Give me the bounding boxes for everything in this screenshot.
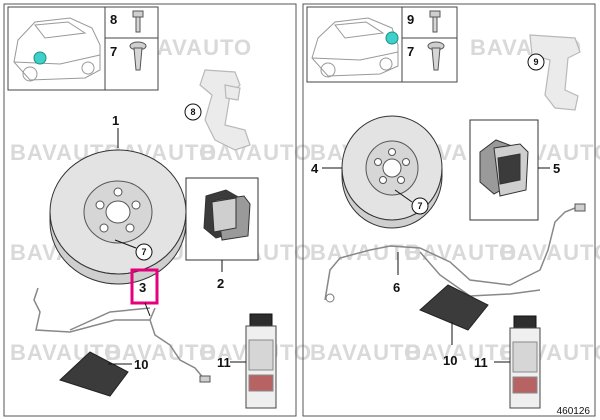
sensor-connector <box>325 293 335 303</box>
label-disc-screw: 7 <box>141 247 146 257</box>
watermark-text: BAVAUTO <box>310 240 422 265</box>
inset-label-7: 7 <box>407 44 414 59</box>
spray-can <box>509 315 541 409</box>
label-sensor: 6 <box>393 280 400 295</box>
panel-frame <box>3 3 297 417</box>
inset-label-9: 9 <box>407 12 414 27</box>
brake-pads <box>479 139 529 197</box>
label-pads: 2 <box>217 276 224 291</box>
label-grease: 10 <box>134 357 148 372</box>
leader-line <box>114 239 137 249</box>
brake-disc <box>49 149 187 285</box>
callout-circle <box>184 103 202 121</box>
sensor-highlight-box <box>130 268 159 305</box>
right-panel: 9 7 9 <box>302 3 596 417</box>
leader-line <box>394 189 413 203</box>
sensor-connector <box>574 203 586 212</box>
leader-line <box>144 302 151 317</box>
watermark-text: BAVAUTO <box>310 340 422 365</box>
label-disc-screw: 7 <box>417 201 422 211</box>
screw-icon <box>427 41 445 71</box>
brake-disc <box>341 115 443 229</box>
car-outline-icon <box>13 17 101 82</box>
location-marker-icon <box>385 31 399 45</box>
inset-label-8: 8 <box>110 12 117 27</box>
caliper-carrier <box>199 69 251 151</box>
label-carrier: 8 <box>190 107 195 117</box>
panel-frame <box>302 3 596 417</box>
grease-pack <box>59 351 129 397</box>
watermark-text: BAVAUTO <box>105 340 217 365</box>
label-grease: 10 <box>443 353 457 368</box>
label-disc: 1 <box>112 113 119 128</box>
label-spray: 11 <box>217 355 231 370</box>
brake-pads <box>203 189 251 241</box>
diagram-id: 460126 <box>557 406 591 417</box>
grease-pack <box>419 284 489 331</box>
right-inset: 9 7 <box>306 6 458 83</box>
label-pads: 5 <box>553 161 560 176</box>
label-disc: 4 <box>311 161 319 176</box>
label-carrier: 9 <box>533 57 538 67</box>
label-sensor: 3 <box>139 280 146 295</box>
label-spray: 11 <box>474 355 488 370</box>
car-outline-icon <box>311 17 399 78</box>
watermark-text: BAVAUTO <box>200 140 312 165</box>
inset-label-7: 7 <box>110 44 117 59</box>
screw-icon <box>129 41 147 71</box>
bolt-icon <box>132 10 144 33</box>
watermark-text: BAVAUTO <box>405 340 517 365</box>
spray-can <box>245 313 277 409</box>
callout-circle <box>411 197 429 215</box>
sensor-connector <box>199 375 211 383</box>
left-panel: 8 7 8 <box>3 3 297 417</box>
location-marker-icon <box>33 51 47 65</box>
wear-sensor <box>33 287 206 381</box>
watermark-text: BAVAUTO <box>405 240 517 265</box>
caliper-carrier <box>529 34 581 111</box>
callout-circle <box>527 53 545 71</box>
watermark-text: BAVAUTO <box>140 35 252 60</box>
callout-circle <box>135 243 153 261</box>
left-inset: 8 7 <box>7 6 159 91</box>
bolt-icon <box>429 10 441 33</box>
